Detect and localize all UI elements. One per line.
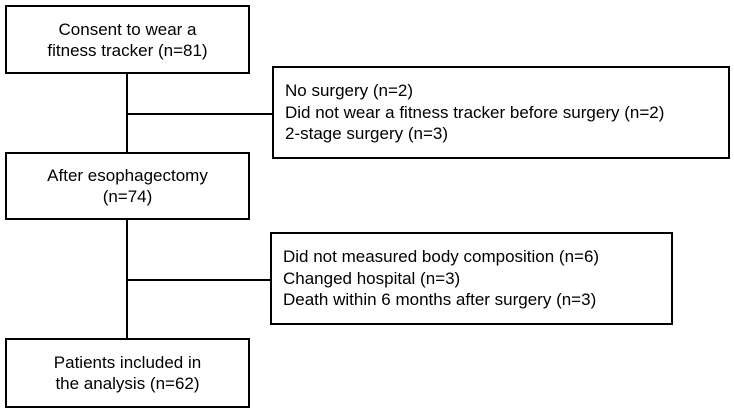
patients-included-box: Patients included in the analysis (n=62) bbox=[5, 338, 250, 408]
after-line-1: After esophagectomy bbox=[47, 166, 208, 185]
consent-line-2: fitness tracker (n=81) bbox=[47, 40, 208, 60]
consent-line-1: Consent to wear a bbox=[58, 19, 197, 39]
exclusion-box-1: No surgery (n=2) Did not wear a fitness … bbox=[272, 66, 730, 159]
exclusion-2-item: Did not measured body composition (n=6) bbox=[283, 247, 600, 267]
exclusion-1-item: 2-stage surgery (n=3) bbox=[285, 124, 448, 144]
consent-box: Consent to wear a fitness tracker (n=81) bbox=[5, 5, 250, 74]
after-line-2: (n=74) bbox=[102, 187, 153, 206]
after-esophagectomy-box: After esophagectomy (n=74) bbox=[5, 152, 250, 220]
included-line-1: Patients included in bbox=[53, 353, 202, 372]
exclusion-2-item: Changed hospital (n=3) bbox=[283, 268, 461, 288]
exclusion-2-item: Death within 6 months after surgery (n=3… bbox=[283, 290, 597, 310]
exclusion-1-item: Did not wear a fitness tracker before su… bbox=[285, 102, 665, 122]
connector-branch-exclusion-2 bbox=[126, 279, 272, 281]
included-line-2: the analysis (n=62) bbox=[55, 374, 200, 393]
exclusion-1-item: No surgery (n=2) bbox=[285, 81, 414, 101]
exclusion-box-2: Did not measured body composition (n=6) … bbox=[270, 232, 673, 325]
connector-branch-exclusion-1 bbox=[126, 113, 274, 115]
